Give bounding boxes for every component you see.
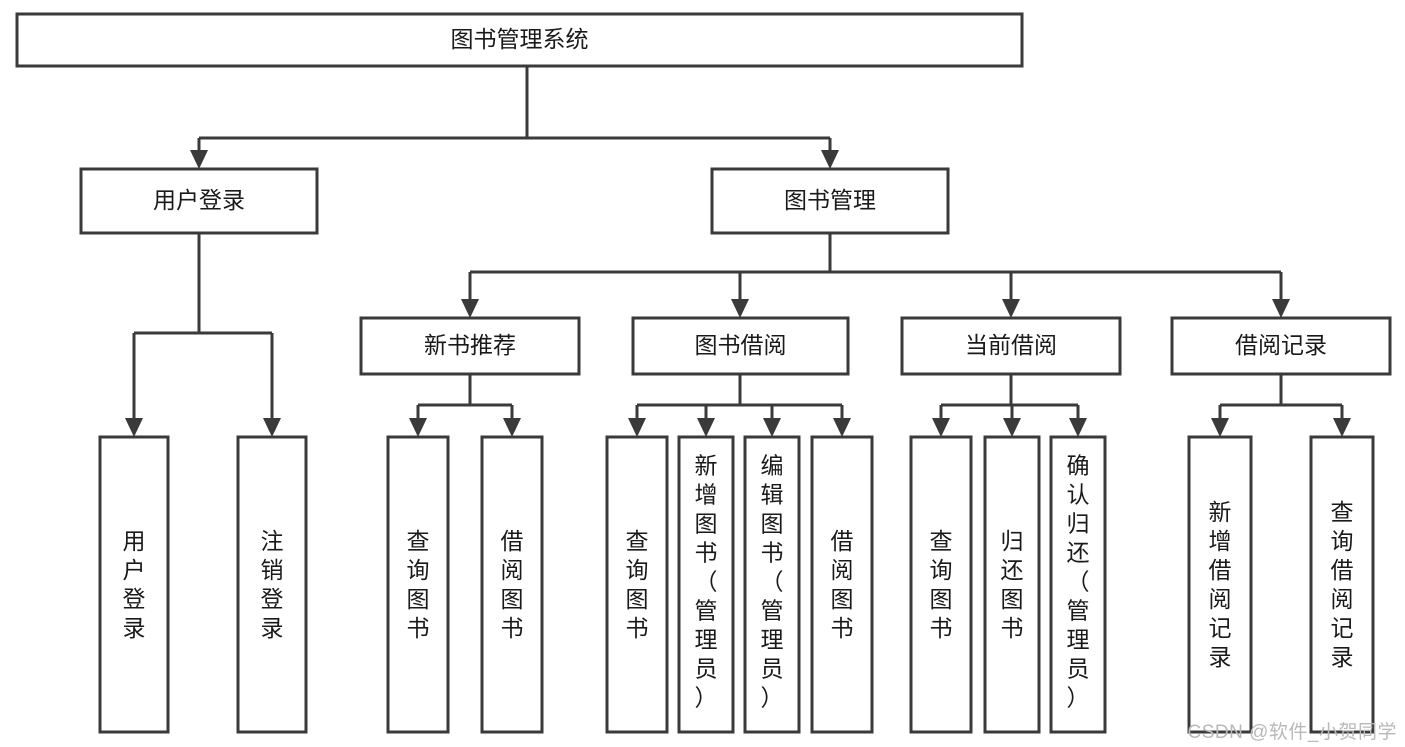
node-leaf-2-label: 查询图书 bbox=[407, 528, 430, 641]
nodes-layer: 图书管理系统用户登录图书管理新书推荐图书借阅当前借阅借阅记录用户登录注销登录查询… bbox=[15, 12, 1392, 734]
node-leaf-6-box[interactable] bbox=[743, 435, 801, 734]
node-leaf-7[interactable]: 借阅图书 bbox=[810, 435, 874, 734]
node-leaf-8[interactable]: 查询图书 bbox=[909, 435, 973, 734]
node-leaf-9-label: 归还图书 bbox=[1001, 528, 1024, 641]
node-leaf-10[interactable]: 确认归还（管理员） bbox=[1049, 435, 1107, 734]
arrowhead-icon bbox=[731, 299, 749, 318]
arrowhead-icon bbox=[833, 418, 851, 437]
node-l2-0-用户登录[interactable]: 用户登录 bbox=[79, 167, 319, 235]
arrowhead-icon bbox=[628, 418, 646, 437]
node-root-图书管理系统-box[interactable] bbox=[15, 12, 1024, 68]
arrowhead-icon bbox=[932, 418, 950, 437]
node-leaf-3-label: 借阅图书 bbox=[501, 528, 524, 641]
node-leaf-11-label: 新增借阅记录 bbox=[1209, 499, 1232, 670]
node-leaf-7-box[interactable] bbox=[810, 435, 874, 734]
node-leaf-1[interactable]: 注销登录 bbox=[236, 435, 308, 734]
node-l3-1-图书借阅-label: 图书借阅 bbox=[695, 332, 787, 358]
node-l3-3-借阅记录-label: 借阅记录 bbox=[1235, 332, 1327, 358]
node-leaf-10-label: 确认归还（管理员） bbox=[1067, 453, 1090, 711]
node-l3-1-图书借阅[interactable]: 图书借阅 bbox=[631, 316, 850, 376]
node-leaf-3[interactable]: 借阅图书 bbox=[480, 435, 544, 734]
node-l3-0-新书推荐[interactable]: 新书推荐 bbox=[359, 316, 581, 376]
node-leaf-5-label: 新增图书（管理员） bbox=[695, 453, 718, 711]
arrowhead-icon bbox=[190, 150, 208, 169]
arrowhead-icon bbox=[763, 418, 781, 437]
node-l3-2-当前借阅[interactable]: 当前借阅 bbox=[900, 316, 1122, 376]
arrowhead-icon bbox=[1211, 418, 1229, 437]
arrowhead-icon bbox=[1333, 418, 1351, 437]
node-l2-0-用户登录-label: 用户登录 bbox=[153, 187, 245, 213]
watermark-text: CSDN @软件_小贺同学 bbox=[1187, 722, 1397, 743]
node-l3-0-新书推荐-box[interactable] bbox=[359, 316, 581, 376]
node-leaf-0-box[interactable] bbox=[98, 435, 170, 734]
node-l2-1-图书管理-label: 图书管理 bbox=[784, 187, 876, 213]
arrowhead-icon bbox=[125, 418, 143, 437]
node-leaf-8-box[interactable] bbox=[909, 435, 973, 734]
node-leaf-2[interactable]: 查询图书 bbox=[386, 435, 450, 734]
node-leaf-11[interactable]: 新增借阅记录 bbox=[1187, 435, 1253, 734]
edges-layer bbox=[125, 66, 1351, 437]
node-l3-1-图书借阅-box[interactable] bbox=[631, 316, 850, 376]
node-l3-2-当前借阅-label: 当前借阅 bbox=[965, 332, 1057, 358]
node-leaf-12-label: 查询借阅记录 bbox=[1331, 499, 1354, 670]
node-leaf-0[interactable]: 用户登录 bbox=[98, 435, 170, 734]
arrowhead-icon bbox=[263, 418, 281, 437]
node-root-图书管理系统[interactable]: 图书管理系统 bbox=[15, 12, 1024, 68]
node-l3-3-借阅记录-box[interactable] bbox=[1170, 316, 1392, 376]
node-leaf-11-box[interactable] bbox=[1187, 435, 1253, 734]
node-l3-3-借阅记录[interactable]: 借阅记录 bbox=[1170, 316, 1392, 376]
node-leaf-1-box[interactable] bbox=[236, 435, 308, 734]
arrowhead-icon bbox=[409, 418, 427, 437]
node-leaf-12-box[interactable] bbox=[1309, 435, 1375, 734]
node-leaf-1-label: 注销登录 bbox=[261, 528, 284, 641]
node-leaf-12[interactable]: 查询借阅记录 bbox=[1309, 435, 1375, 734]
node-l2-1-图书管理-box[interactable] bbox=[710, 167, 950, 235]
node-leaf-9[interactable]: 归还图书 bbox=[983, 435, 1041, 734]
node-leaf-2-box[interactable] bbox=[386, 435, 450, 734]
arrowhead-icon bbox=[1069, 418, 1087, 437]
node-leaf-3-box[interactable] bbox=[480, 435, 544, 734]
node-leaf-9-box[interactable] bbox=[983, 435, 1041, 734]
node-leaf-10-box[interactable] bbox=[1049, 435, 1107, 734]
node-root-图书管理系统-label: 图书管理系统 bbox=[451, 26, 589, 52]
node-leaf-7-label: 借阅图书 bbox=[831, 528, 854, 641]
node-l3-0-新书推荐-label: 新书推荐 bbox=[424, 332, 516, 358]
arrowhead-icon bbox=[461, 299, 479, 318]
node-leaf-6-label: 编辑图书（管理员） bbox=[761, 453, 784, 711]
node-leaf-8-label: 查询图书 bbox=[930, 528, 953, 641]
node-leaf-0-label: 用户登录 bbox=[123, 528, 146, 641]
node-l2-0-用户登录-box[interactable] bbox=[79, 167, 319, 235]
arrowhead-icon bbox=[697, 418, 715, 437]
arrowhead-icon bbox=[1272, 299, 1290, 318]
node-l3-2-当前借阅-box[interactable] bbox=[900, 316, 1122, 376]
node-l2-1-图书管理[interactable]: 图书管理 bbox=[710, 167, 950, 235]
node-leaf-5-box[interactable] bbox=[677, 435, 735, 734]
node-leaf-4-box[interactable] bbox=[605, 435, 669, 734]
arrowhead-icon bbox=[1002, 299, 1020, 318]
arrowhead-icon bbox=[1003, 418, 1021, 437]
node-leaf-4[interactable]: 查询图书 bbox=[605, 435, 669, 734]
arrowhead-icon bbox=[503, 418, 521, 437]
node-leaf-5[interactable]: 新增图书（管理员） bbox=[677, 435, 735, 734]
node-leaf-6[interactable]: 编辑图书（管理员） bbox=[743, 435, 801, 734]
arrowhead-icon bbox=[821, 150, 839, 169]
node-leaf-4-label: 查询图书 bbox=[626, 528, 649, 641]
